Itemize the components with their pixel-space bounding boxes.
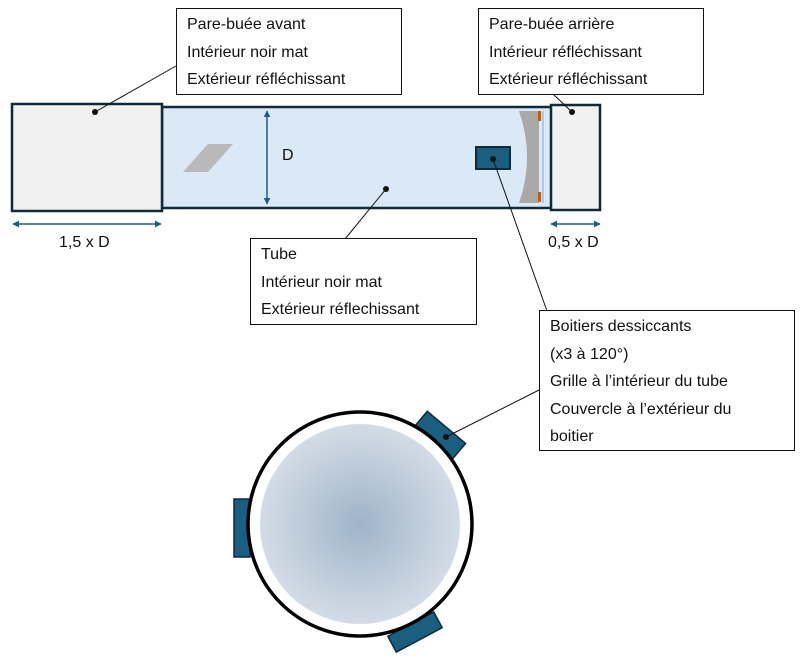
leader-dot-tube — [383, 186, 389, 192]
rear-length-label: 0,5 x D — [548, 234, 599, 251]
callout-front-dew-shield: Pare-buée avant Intérieur noir mat Extér… — [176, 8, 402, 95]
front-dew-shield — [10, 102, 164, 213]
callout-title: Tube — [261, 246, 297, 263]
callout-rear-dew-shield: Pare-buée arrière Intérieur réfléchissan… — [478, 8, 704, 95]
callout-line: boitier — [550, 428, 594, 445]
primary-mirror — [519, 111, 539, 203]
leader-tube — [344, 188, 387, 240]
callout-line: Extérieur réflechissant — [261, 301, 420, 318]
mirror-clip-top — [538, 111, 541, 121]
leader-desiccant-front — [445, 388, 542, 438]
secondary-mirror — [183, 144, 233, 172]
callout-line: Extérieur réfléchissant — [187, 71, 346, 88]
callout-title: Pare-buée arrière — [489, 16, 615, 33]
callout-line: (x3 à 120°) — [550, 345, 629, 363]
callout-title: Boitiers dessiccants — [550, 318, 692, 335]
callout-line: Extérieur réfléchissant — [489, 71, 648, 88]
callout-line: Intérieur réfléchissant — [489, 43, 642, 61]
leader-front-dew — [94, 65, 177, 113]
leader-dot-desiccant-side — [490, 156, 496, 162]
callout-line: Grille à l’intérieur du tube — [550, 373, 728, 390]
callout-tube: Tube Intérieur noir mat Extérieur réflec… — [250, 238, 477, 325]
diameter-label: D — [282, 147, 294, 164]
rear-dew-shield — [549, 103, 602, 212]
leader-desiccant-side — [492, 158, 548, 312]
leader-dot-desiccant-front — [443, 434, 449, 440]
tube-front-view — [233, 410, 474, 654]
callout-title: Pare-buée avant — [187, 16, 306, 33]
mirror-clip-bottom — [538, 192, 541, 202]
callout-line: Couvercle à l’extérieur du — [550, 400, 732, 418]
callout-desiccant-boxes: Boitiers dessiccants (x3 à 120°) Grille … — [539, 310, 795, 451]
callout-line: Intérieur noir mat — [187, 43, 308, 61]
callout-line: Intérieur noir mat — [261, 273, 382, 291]
leader-rear-dew — [552, 93, 573, 113]
mirror-cell-blue — [542, 111, 544, 203]
front-length-label: 1,5 x D — [59, 234, 110, 251]
leader-dot-front-dew — [92, 109, 98, 115]
tube-aperture — [260, 424, 460, 624]
leader-dot-rear-dew — [569, 109, 575, 115]
